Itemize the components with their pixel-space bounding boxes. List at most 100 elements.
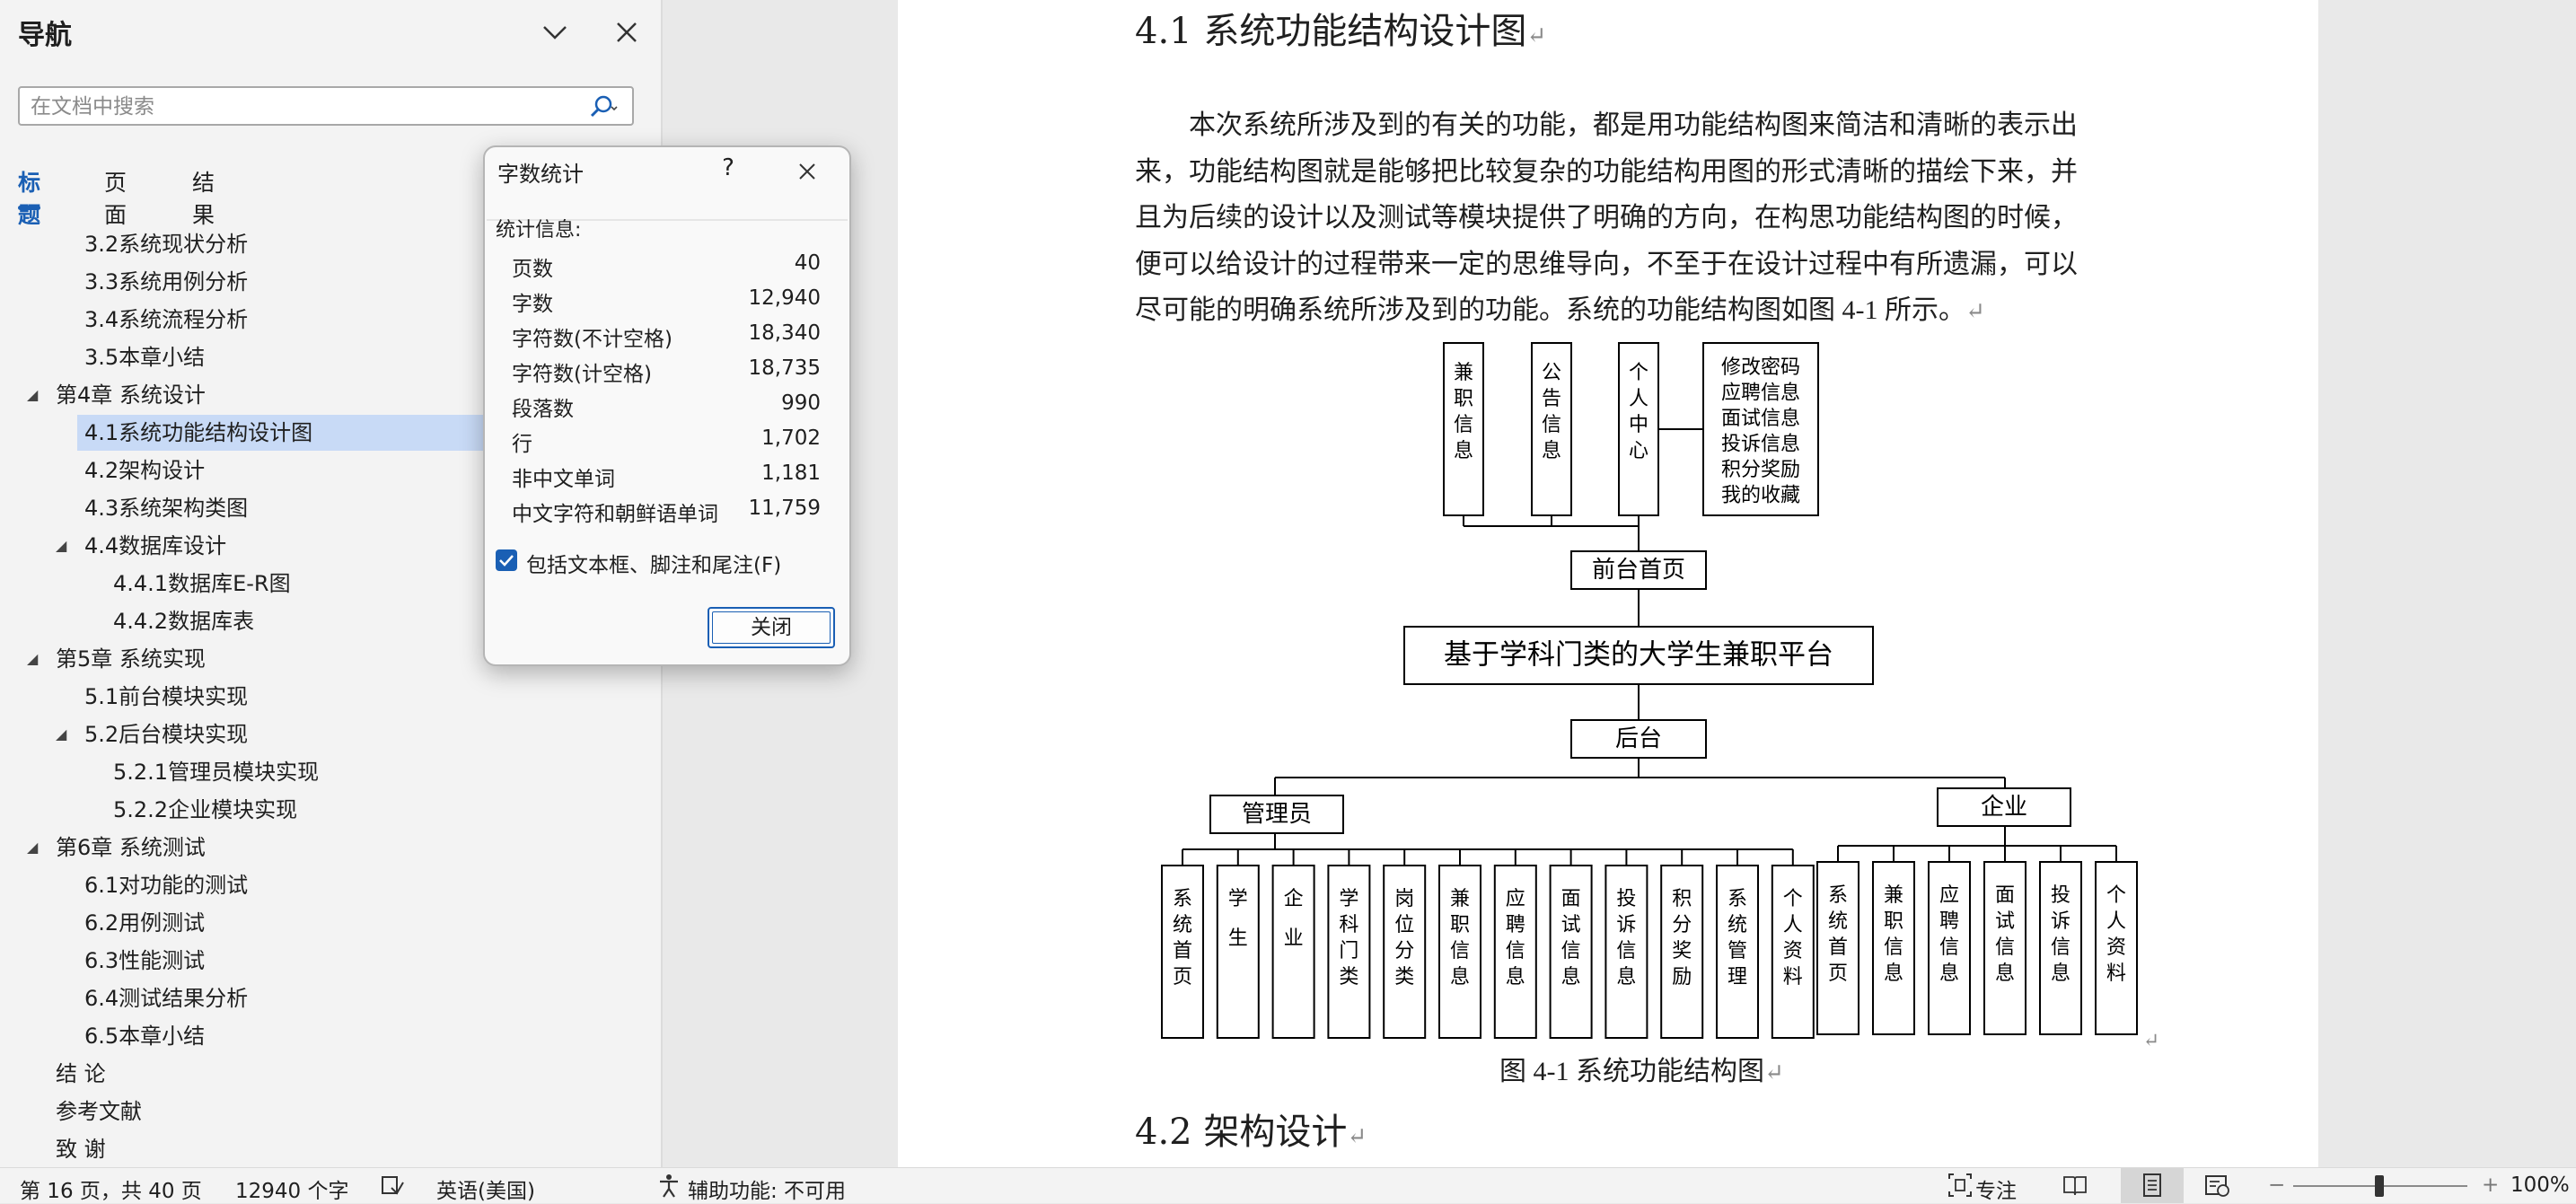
enterprise-leaf-box [1928,861,1971,1035]
tab-headings[interactable]: 标题 [18,165,41,228]
focus-icon[interactable] [1947,1172,1974,1199]
outline-item[interactable]: 5.1前台模块实现 [84,679,248,715]
outline-item-label: 第5章 系统实现 [56,646,206,672]
outline-item[interactable]: 结 论 [56,1056,106,1092]
close-button[interactable]: 关闭 [708,607,835,648]
personal-center-item: 投诉信息 [1721,434,1800,456]
close-icon[interactable] [609,14,645,50]
collapse-triangle-icon[interactable]: ◢ [56,725,67,743]
checkbox-label[interactable]: 包括文本框、脚注和尾注(F) [526,554,782,577]
dialog-title: 字数统计 [497,162,584,187]
search-icon[interactable] [587,92,618,122]
outline-item[interactable]: 5.2.1管理员模块实现 [113,754,319,790]
admin-leaf-box [1605,865,1648,1039]
tab-results[interactable]: 结果 [192,170,215,228]
close-icon[interactable] [792,156,822,187]
read-mode-icon[interactable] [2062,1172,2088,1199]
top-module-label: 兼职信息 [1454,362,1473,462]
collapse-triangle-icon[interactable]: ◢ [27,839,39,856]
tab-pages[interactable]: 页面 [104,170,127,228]
outline-item[interactable]: 4.4数据库设计 ◢ [56,528,227,564]
outline-item[interactable]: 4.1系统功能结构设计图 [77,415,515,451]
stat-value: 990 [781,391,821,415]
collapse-triangle-icon[interactable]: ◢ [27,386,39,403]
stats-section-label: 统计信息: [496,219,582,242]
admin-leaf-label: 学生 [1228,888,1248,950]
collapse-triangle-icon[interactable]: ◢ [56,537,67,554]
admin-leaf-box [1383,865,1427,1039]
word-count-indicator[interactable]: 12940 个字 [235,1180,349,1203]
top-module-box [1443,342,1484,516]
enterprise-leaf-label: 面试信息 [1995,884,2015,985]
outline-item[interactable]: 3.4系统流程分析 [84,302,248,338]
outline-item[interactable]: 第5章 系统实现 ◢ [27,641,206,677]
outline-item[interactable]: 3.2系统现状分析 [84,226,248,262]
print-layout-icon[interactable] [2139,1172,2166,1199]
outline-item[interactable]: 6.2用例测试 [84,905,205,941]
stat-label: 字符数(不计空格) [512,328,673,351]
language-indicator[interactable]: 英语(美国) [436,1180,535,1203]
outline-item[interactable]: 6.3性能测试 [84,943,205,979]
enterprise-leaf-box [2095,861,2138,1035]
stat-row: 字符数(计空格)18,735 [512,356,821,391]
collapse-triangle-icon[interactable]: ◢ [27,650,39,667]
outline-item[interactable]: 5.2后台模块实现◢ [56,716,248,752]
outline-item[interactable]: 第6章 系统测试◢ [27,830,206,866]
outline-item[interactable]: 4.4.1数据库E-R图 [113,566,291,602]
chevron-down-icon[interactable] [537,14,573,50]
outline-item[interactable]: 6.4测试结果分析 [84,980,248,1016]
admin-leaf-label: 系统首页 [1173,888,1192,989]
web-layout-icon[interactable] [2203,1172,2230,1199]
outline-item-label: 4.4数据库设计 [84,533,227,558]
outline-item[interactable]: 第4章 系统设计 ◢ [27,377,206,413]
help-button[interactable]: ? [722,154,734,181]
outline-item-label: 第4章 系统设计 [56,382,206,408]
zoom-level[interactable]: 100% [2510,1173,2570,1197]
outline-item[interactable]: 6.1对功能的测试 [84,867,248,903]
outline-item[interactable]: 6.5本章小结 [84,1018,205,1054]
personal-center-item: 面试信息 [1721,408,1800,430]
outline-item-label: 参考文献 [56,1099,142,1124]
enterprise-leaf-box [1816,861,1859,1035]
top-module-label: 个人中心 [1629,362,1648,462]
outline-item-label: 6.2用例测试 [84,910,206,936]
outline-item-label: 4.4.1数据库E-R图 [113,571,291,596]
return-mark: ↵ [1965,298,1985,324]
accessibility-icon[interactable] [655,1172,682,1199]
zoom-out-button[interactable]: − [2268,1173,2286,1197]
zoom-in-button[interactable]: + [2482,1173,2500,1197]
stat-label: 中文字符和朝鲜语单词 [512,503,718,526]
outline-item[interactable]: 参考文献 [56,1094,142,1129]
focus-button[interactable]: 专注 [1975,1180,2017,1203]
include-textbox-checkbox[interactable] [496,549,517,571]
stat-value: 40 [794,251,821,275]
zoom-slider-thumb[interactable] [2375,1175,2384,1197]
outline-item[interactable]: 4.3系统架构类图 [84,490,248,526]
checkmark-icon [499,555,514,567]
personal-center-item: 修改密码 [1721,356,1800,379]
search-input[interactable] [29,92,571,122]
admin-leaf-box [1161,865,1204,1039]
outline-item[interactable]: 致 谢 [56,1131,106,1167]
outline-item-label: 3.4系统流程分析 [84,307,249,332]
admin-leaf-label: 应聘信息 [1506,888,1525,989]
heading-4-2: 4.2 架构设计↵ [1135,1112,1367,1153]
figure-caption: 图 4-1 系统功能结构图↵ [1499,1057,1784,1086]
admin-leaf-box [1549,865,1593,1039]
personal-center-item: 应聘信息 [1721,382,1800,405]
frontend-label: 前台首页 [1592,557,1685,584]
outline-item[interactable]: 3.3系统用例分析 [84,264,248,300]
outline-item[interactable]: 4.4.2数据库表 [113,603,254,639]
proofing-icon[interactable] [379,1172,406,1199]
admin-leaf-label: 岗位分类 [1394,888,1414,989]
enterprise-leaf-label: 个人资料 [2106,884,2126,985]
stat-row: 字符数(不计空格)18,340 [512,321,821,356]
outline-item[interactable]: 4.2架构设计 [84,453,205,488]
outline-item[interactable]: 5.2.2企业模块实现 [113,792,297,828]
accessibility-indicator[interactable]: 辅助功能: 不可用 [688,1180,847,1203]
page-indicator[interactable]: 第 16 页，共 40 页 [20,1180,202,1203]
outline-item[interactable]: 3.5本章小结 [84,339,205,375]
outline-item-label: 4.3系统架构类图 [84,496,249,521]
